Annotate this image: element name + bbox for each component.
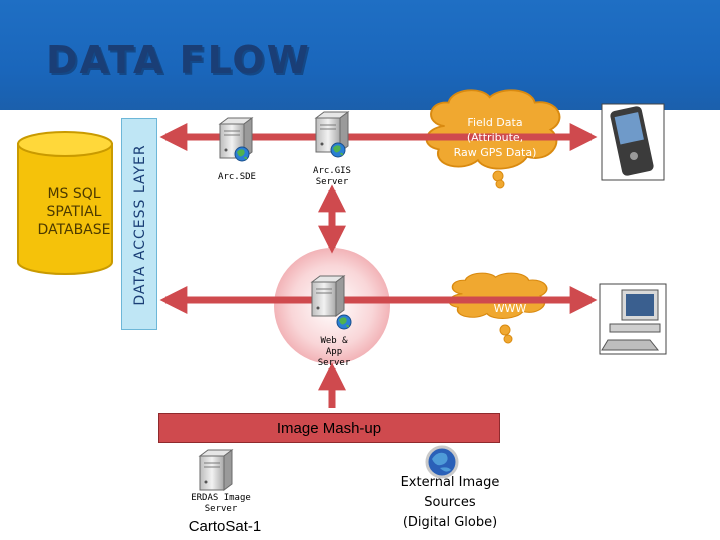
cartosat-label: CartoSat-1 — [188, 518, 262, 535]
page-title: DATA FLOW — [46, 38, 311, 82]
data-access-layer-label: DATA ACCESS LAYER — [132, 144, 148, 306]
external-globe-icon — [425, 445, 459, 479]
cloud-connector-www — [499, 324, 513, 344]
cloud-connector-top — [492, 170, 505, 189]
external-line: Sources — [424, 495, 476, 510]
web-app-label-line: Server — [317, 358, 351, 368]
field-data-line: (Attribute, — [466, 131, 524, 144]
field-data-line: Field Data — [467, 116, 523, 129]
web-app-label-line: App — [325, 347, 343, 357]
erdas-server-icon — [199, 449, 233, 491]
arcgis-label: Arc.GIS Server — [302, 166, 362, 188]
database-cylinder — [17, 131, 113, 275]
erdas-label-line: Server — [204, 504, 238, 514]
data-access-layer: DATA ACCESS LAYER — [121, 118, 157, 330]
database-label-line: DATABASE — [37, 222, 111, 238]
header-banner — [0, 0, 720, 118]
page-title-shadow: DATA FLOW — [48, 40, 313, 84]
database-label: MS SQL SPATIAL DATABASE — [24, 185, 124, 239]
erdas-label: ERDAS Image Server — [176, 493, 266, 515]
field-data-line: Raw GPS Data) — [453, 146, 537, 159]
header-divider — [0, 110, 720, 120]
arcgis-server-icon — [315, 111, 349, 158]
www-label: WWW — [493, 302, 527, 315]
image-mashup-bar: Image Mash-up — [158, 413, 500, 443]
arcsde-server-icon — [219, 117, 253, 162]
database-label-line: MS SQL — [47, 186, 101, 202]
external-line: (Digital Globe) — [402, 515, 498, 530]
database-label-line: SPATIAL — [46, 204, 102, 220]
external-sources-label: External Image Sources (Digital Globe) — [385, 473, 515, 533]
erdas-label-line: ERDAS Image — [191, 493, 251, 503]
pda-device-icon — [601, 103, 665, 181]
arcsde-label: Arc.SDE — [218, 172, 256, 182]
web-app-label-line: Web & — [320, 336, 348, 346]
external-line: External Image — [400, 475, 500, 490]
field-data-label: Field Data (Attribute, Raw GPS Data) — [440, 115, 550, 160]
web-app-server-label: Web & App Server — [302, 336, 366, 369]
arcgis-label-line: Server — [315, 177, 349, 187]
desktop-computer-icon — [599, 283, 667, 355]
arcgis-label-line: Arc.GIS — [313, 166, 351, 176]
